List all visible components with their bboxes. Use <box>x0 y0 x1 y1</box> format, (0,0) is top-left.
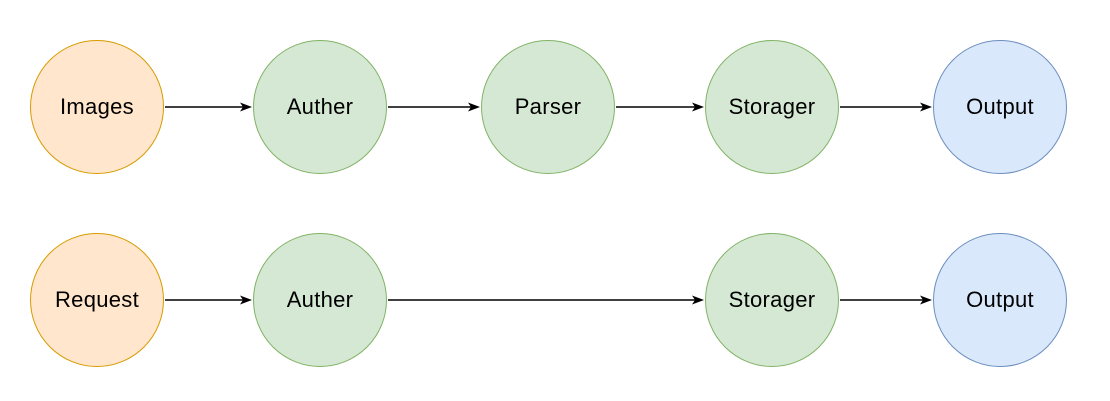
node-output-1[interactable]: Output <box>933 40 1067 174</box>
arrowhead-request-to-auther-2[interactable] <box>240 295 252 305</box>
arrowhead-auther-2-to-storager-2[interactable] <box>692 295 704 305</box>
node-label: Auther <box>286 287 354 312</box>
node-label: Storager <box>728 94 816 119</box>
node-storager-1[interactable]: Storager <box>705 40 839 174</box>
node-auther-2[interactable]: Auther <box>253 233 387 367</box>
node-label: Output <box>966 287 1034 312</box>
node-label: Images <box>60 94 134 119</box>
arrowhead-parser-to-storager-1[interactable] <box>692 102 704 112</box>
node-request[interactable]: Request <box>30 233 164 367</box>
node-label: Request <box>54 287 140 312</box>
arrowhead-storager-1-to-output-1[interactable] <box>920 102 932 112</box>
node-label: Parser <box>514 94 582 119</box>
node-label: Storager <box>728 287 816 312</box>
node-parser[interactable]: Parser <box>481 40 615 174</box>
arrowhead-storager-2-to-output-2[interactable] <box>920 295 932 305</box>
node-output-2[interactable]: Output <box>933 233 1067 367</box>
arrowhead-images-to-auther-1[interactable] <box>240 102 252 112</box>
node-label: Output <box>966 94 1034 119</box>
node-storager-2[interactable]: Storager <box>705 233 839 367</box>
node-auther-1[interactable]: Auther <box>253 40 387 174</box>
node-label: Auther <box>286 94 354 119</box>
node-images[interactable]: Images <box>30 40 164 174</box>
arrowhead-auther-1-to-parser[interactable] <box>468 102 480 112</box>
